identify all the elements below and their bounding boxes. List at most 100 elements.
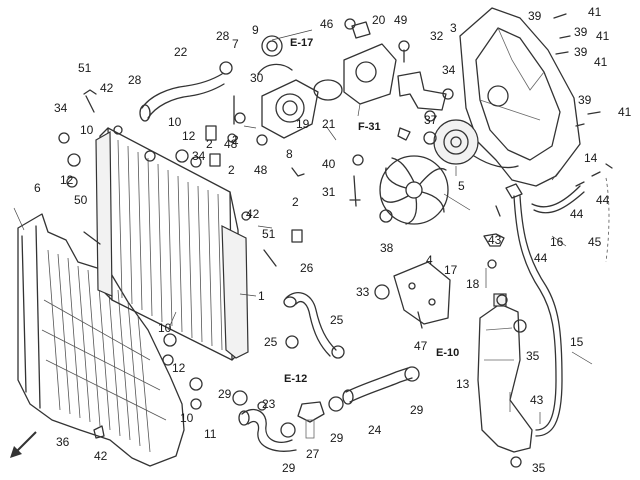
callout-24: 24 [368, 423, 382, 437]
reserve-tank [477, 293, 533, 453]
callout-12: 12 [182, 129, 196, 143]
callout-10: 10 [158, 321, 172, 335]
siphon-tube [505, 177, 610, 437]
callout-44: 44 [596, 193, 610, 207]
callout-41: 41 [596, 29, 610, 43]
callout-3: 3 [450, 21, 457, 35]
callout-49: 49 [394, 13, 408, 27]
callout-4: 4 [426, 253, 433, 267]
callout-10: 10 [80, 123, 94, 137]
part-callouts: 1 2 2 2 2 3 4 5 6 7 8 9 10 10 10 10 11 1… [34, 5, 632, 475]
callout-15: 15 [570, 335, 584, 349]
callout-6: 6 [34, 181, 41, 195]
callout-39: 39 [578, 93, 592, 107]
callout-29: 29 [218, 387, 232, 401]
callout-13: 13 [456, 377, 470, 391]
upper-radiator-hose [139, 73, 225, 122]
callout-44: 44 [570, 207, 584, 221]
callout-25: 25 [330, 313, 344, 327]
bypass-hose [238, 401, 325, 452]
callout-48: 48 [254, 163, 268, 177]
callout-21: 21 [322, 117, 336, 131]
fan-motor [433, 119, 519, 169]
callout-29: 29 [410, 403, 424, 417]
fasteners [58, 13, 613, 468]
callout-45: 45 [588, 235, 602, 249]
leader-lines [13, 29, 593, 424]
cooling-fan-blade [379, 155, 449, 225]
callout-23: 23 [262, 397, 276, 411]
radiator-hose-lower [283, 292, 337, 357]
callout-22: 22 [174, 45, 188, 59]
callout-2: 2 [206, 137, 213, 151]
callout-47: 47 [414, 339, 428, 353]
callout-26: 26 [300, 261, 314, 275]
callout-2: 2 [228, 163, 235, 177]
callout-34: 34 [54, 101, 68, 115]
callout-34: 34 [192, 149, 206, 163]
callout-32: 32 [430, 29, 444, 43]
wire-bracket [397, 71, 447, 111]
callout-40: 40 [322, 157, 336, 171]
callout-42: 42 [246, 207, 260, 221]
callout-2: 2 [292, 195, 299, 209]
callout-12: 12 [172, 361, 186, 375]
ref-label-e12: E-12 [284, 373, 307, 385]
callout-37: 37 [424, 113, 438, 127]
callout-35: 35 [532, 461, 546, 475]
ref-label-e17: E-17 [290, 37, 313, 49]
callout-25: 25 [264, 335, 278, 349]
callout-41: 41 [588, 5, 602, 19]
callout-42: 42 [94, 449, 108, 463]
callout-2: 2 [232, 133, 239, 147]
callout-20: 20 [372, 13, 386, 27]
callout-8: 8 [286, 147, 293, 161]
front-direction-arrow-icon [10, 431, 37, 458]
callout-39: 39 [528, 9, 542, 23]
callout-43: 43 [530, 393, 544, 407]
callout-28: 28 [216, 29, 230, 43]
ref-label-f31: F-31 [358, 121, 381, 133]
callout-51: 51 [262, 227, 276, 241]
callout-29: 29 [330, 431, 344, 445]
callout-27: 27 [306, 447, 320, 461]
callout-29: 29 [282, 461, 296, 475]
callout-38: 38 [380, 241, 394, 255]
callout-5: 5 [458, 179, 465, 193]
callout-35: 35 [526, 349, 540, 363]
thermostat-housing [257, 21, 397, 139]
callout-41: 41 [594, 55, 608, 69]
callout-12: 12 [60, 173, 74, 187]
callout-1: 1 [258, 289, 265, 303]
callout-48: 48 [224, 137, 238, 151]
callout-7: 7 [232, 37, 239, 51]
callout-43: 43 [488, 233, 502, 247]
callout-41: 41 [618, 105, 632, 119]
callout-36: 36 [56, 435, 70, 449]
fan-mounting-bracket [374, 261, 451, 325]
water-pipe [342, 367, 413, 405]
callout-39: 39 [574, 45, 588, 59]
callout-44: 44 [534, 251, 548, 265]
radiator-core [95, 127, 249, 361]
callout-42: 42 [100, 81, 114, 95]
callout-9: 9 [252, 23, 259, 37]
callout-10: 10 [180, 411, 194, 425]
reference-labels: E-17 F-31 E-12 E-10 [284, 37, 459, 385]
callout-19: 19 [296, 117, 310, 131]
callout-28: 28 [128, 73, 142, 87]
callout-50: 50 [74, 193, 88, 207]
callout-11: 11 [204, 427, 217, 441]
fan-shroud [459, 7, 581, 187]
callout-46: 46 [320, 17, 334, 31]
callout-14: 14 [584, 151, 598, 165]
radiator-shroud [17, 213, 185, 467]
callout-51: 51 [78, 61, 92, 75]
callout-10: 10 [168, 115, 182, 129]
callout-17: 17 [444, 263, 458, 277]
callout-18: 18 [466, 277, 480, 291]
callout-16: 16 [550, 235, 564, 249]
callout-39: 39 [574, 25, 588, 39]
callout-31: 31 [322, 185, 336, 199]
